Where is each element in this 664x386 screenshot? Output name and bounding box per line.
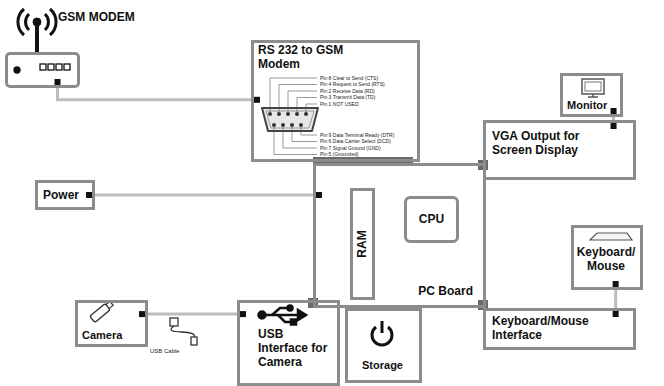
keyboard-mouse-box: Keyboard/ Mouse [571,225,643,290]
port-terminal [254,97,260,103]
pin-label: Pin 3 Transmit Data (TD) [320,95,375,100]
camera-box: Camera [75,300,148,347]
pin-label: Pin 8 Clear to Send (CTS) [320,76,378,81]
port-terminal [316,192,322,198]
camera-icon [90,300,114,322]
cable-line [614,290,617,308]
node-label: Camera [82,329,122,342]
ram-chip: RAM [350,188,375,300]
pin-label: Pin 9 Data Terminal Ready (DTR) [320,133,394,138]
storage-box: Storage [345,308,422,383]
node-label: GSM MODEM [58,11,135,25]
usb-cable-icon [170,318,197,345]
node-label: USB Interface for Camera [258,328,328,369]
port-terminal [611,108,617,114]
db9-connector [262,78,318,155]
node-label: RS 232 to GSM Modem [258,44,348,72]
node-label: Storage [348,359,417,372]
cable-line [148,313,237,316]
node-label: VGA Output for Screen Display [492,130,612,158]
keyboard-mouse-interface-box: Keyboard/Mouse Interface [483,308,636,350]
pin-label: Pin 6 Data Carrier Select (DCD) [320,139,391,144]
pin-label: Pin 1 NOT USED [320,102,359,107]
pin-label: Pin 5 (Grounded) [320,152,358,157]
usb-interface-box: USB Interface for Camera [237,300,340,386]
board-joints [308,157,488,310]
modem-ports [14,64,70,73]
antenna-icon [18,9,56,52]
pin-label: Pin 7 Signal Ground (GND) [320,146,381,151]
vga-box: VGA Output for Screen Display [483,120,636,180]
node-label: Power [43,189,79,203]
storage-icon [372,321,392,345]
monitor-icon [582,79,604,97]
keyboard-icon [590,233,632,240]
node-label: CPU [419,213,444,227]
node-label: PC Board [418,285,473,299]
gsm-modem: GSM MODEM [5,52,80,88]
monitor-box: Monitor [560,73,623,117]
port-terminal [240,311,246,317]
port-terminal [55,79,61,85]
pin-label: Pin 2 Receive Data (RD) [320,89,375,94]
pin-label: Pin 4 Request to Send (RTS) [320,82,385,87]
power-box: Power [35,180,95,210]
cable-line [95,194,313,197]
port-terminal [86,192,92,198]
node-label: RAM [356,230,370,257]
pc-board: PC Board RAM CPU [313,163,486,308]
node-label: Keyboard/ Mouse [574,246,638,274]
pin-leaders [270,78,317,155]
node-label: Monitor [567,99,607,112]
node-label: Keyboard/Mouse Interface [492,315,602,343]
cable-label: USB Cable [150,348,180,354]
cable-line [58,88,252,100]
cpu-chip: CPU [404,196,459,243]
usb-symbol [259,306,307,325]
port-terminal [611,123,617,129]
port-terminal [613,281,619,287]
port-terminal [139,311,145,317]
port-terminal [613,311,619,317]
